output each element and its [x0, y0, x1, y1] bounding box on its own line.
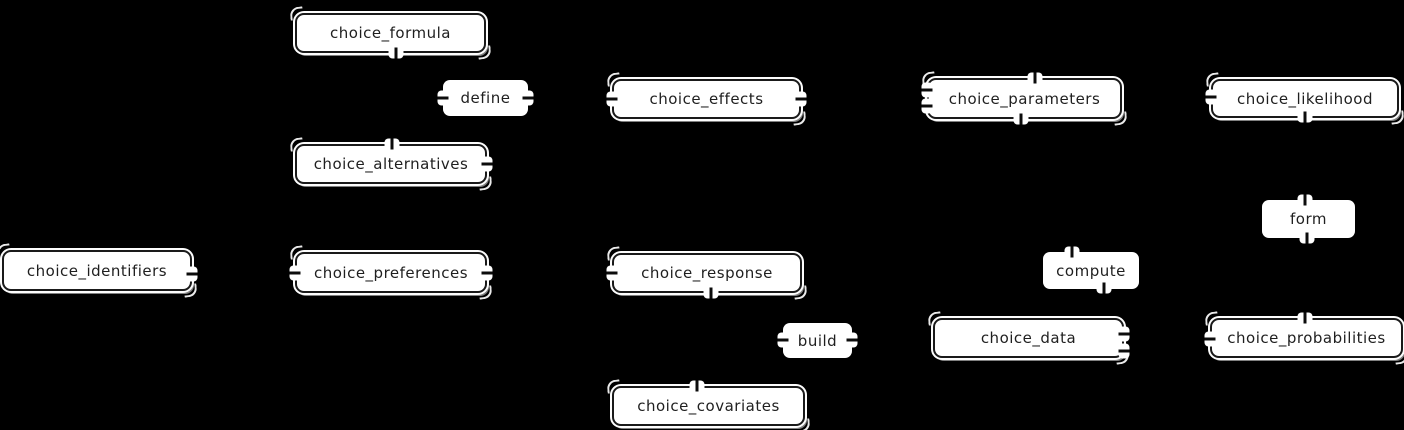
- node-label: choice_response: [641, 264, 773, 282]
- edge-notch: [777, 332, 789, 348]
- node-choice-data: choice_data: [933, 318, 1124, 358]
- edge-notch: [388, 47, 404, 59]
- edge-label-text: form: [1290, 210, 1327, 228]
- edge-notch: [1297, 111, 1313, 123]
- edge-notch: [703, 287, 719, 299]
- edge-notch: [384, 138, 400, 150]
- edge-notch: [1027, 72, 1043, 84]
- edge-notch: [606, 91, 618, 107]
- edge-notch: [795, 91, 807, 107]
- edge-notch: [437, 90, 449, 106]
- node-label: choice_identifiers: [26, 261, 168, 280]
- edge-label-text: build: [797, 331, 838, 350]
- node-label: choice_alternatives: [313, 155, 469, 173]
- node-choice-covariates: choice_covariates: [612, 386, 805, 426]
- edge-label-form: form: [1262, 200, 1355, 238]
- edge-notch: [689, 380, 705, 392]
- edge-notch: [606, 265, 618, 281]
- edge-notch: [1299, 232, 1315, 244]
- node-label: choice_formula: [330, 24, 451, 42]
- edge-notch: [1064, 246, 1080, 258]
- edge-notch: [186, 266, 198, 282]
- edge-label-build: build: [783, 323, 852, 358]
- edge-label-define: define: [443, 80, 528, 116]
- node-choice-preferences: choice_preferences: [295, 252, 487, 293]
- edge-notch: [1118, 343, 1130, 359]
- edge-label-compute: compute: [1043, 252, 1139, 289]
- edge-notch: [921, 82, 933, 98]
- edge-notch: [1013, 113, 1029, 125]
- node-label: choice_effects: [649, 90, 764, 108]
- edge-notch: [289, 265, 301, 281]
- edge-notch: [1297, 312, 1313, 324]
- edge-notch: [522, 90, 534, 106]
- edge-label-text: define: [460, 89, 511, 107]
- node-choice-formula: choice_formula: [295, 13, 486, 53]
- node-label: choice_preferences: [313, 263, 469, 282]
- node-choice-effects: choice_effects: [612, 79, 801, 119]
- edge-notch: [921, 98, 933, 114]
- edge-label-text: compute: [1056, 261, 1126, 280]
- node-label: choice_parameters: [948, 89, 1101, 108]
- node-choice-probabilities: choice_probabilities: [1210, 318, 1403, 358]
- edge-notch: [1205, 89, 1217, 105]
- node-label: choice_data: [980, 329, 1077, 347]
- edge-notch: [481, 265, 493, 281]
- node-choice-identifiers: choice_identifiers: [2, 250, 192, 291]
- edge-notch: [1297, 194, 1313, 206]
- edge-notch: [481, 156, 493, 172]
- edge-notch: [1204, 331, 1216, 347]
- node-label: choice_likelihood: [1236, 89, 1373, 108]
- edge-notch: [1118, 326, 1130, 342]
- node-choice-alternatives: choice_alternatives: [295, 144, 487, 184]
- edge-notch: [846, 332, 858, 348]
- node-label: choice_covariates: [637, 397, 780, 415]
- node-label: choice_probabilities: [1227, 329, 1386, 347]
- edge-notch: [1096, 282, 1112, 294]
